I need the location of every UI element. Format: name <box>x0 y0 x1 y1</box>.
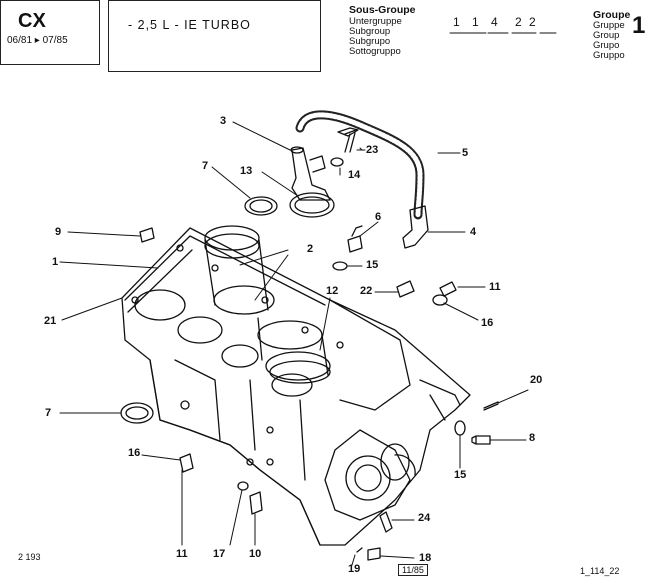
subgroup-label-it: Sottogruppo <box>349 46 401 57</box>
callout-18: 18 <box>419 552 432 564</box>
callout-19: 19 <box>348 563 361 575</box>
model-date: 06/81 ▸ 07/85 <box>7 35 68 46</box>
fitting-22 <box>396 280 415 298</box>
callout-8: 8 <box>529 432 536 444</box>
stud-24 <box>379 511 393 533</box>
engine-box <box>108 0 321 72</box>
subgroup-digit-4: 2 <box>515 15 522 29</box>
subgroup-digit-5: 2 <box>529 15 536 29</box>
callout-5: 5 <box>462 147 469 159</box>
group-label-it: Gruppo <box>593 50 625 61</box>
callout-16-left: 16 <box>128 447 141 459</box>
engine-block <box>121 227 471 546</box>
pin-19 <box>356 547 363 553</box>
callout-23: 23 <box>366 144 379 156</box>
callout-21: 21 <box>44 315 57 327</box>
callout-7-left: 7 <box>45 407 52 419</box>
callout-11-bottom: 11 <box>176 548 188 560</box>
callout-11-right: 11 <box>489 281 501 293</box>
washer-15-bottom <box>454 420 466 436</box>
callout-10: 10 <box>249 548 262 560</box>
subgroup-label-en: Subgroup <box>349 26 391 37</box>
washer-17 <box>237 481 249 491</box>
sensor-6 <box>347 225 363 253</box>
callout-2: 2 <box>307 243 314 255</box>
callout-15-bottom: 15 <box>454 469 467 481</box>
callout-3: 3 <box>220 115 227 127</box>
pin-20 <box>483 401 499 411</box>
callout-12: 12 <box>326 285 339 297</box>
plug-11-bottom <box>179 453 194 473</box>
engine-label: - 2,5 L - IE TURBO <box>128 18 251 32</box>
group-label-en: Group <box>593 30 620 41</box>
subgroup-label-de: Untergruppe <box>349 16 402 27</box>
callout-4: 4 <box>470 226 477 238</box>
group-number: 1 <box>632 12 646 39</box>
callout-24: 24 <box>418 512 431 524</box>
elbow-4 <box>402 205 429 249</box>
callout-9: 9 <box>55 226 62 238</box>
callout-1: 1 <box>52 256 59 268</box>
outlet-elbow <box>290 146 331 201</box>
plug-11-right <box>439 281 457 297</box>
bolt-23 <box>337 127 359 153</box>
group-heading: Groupe <box>593 9 631 21</box>
footer-date-stamp: 11/85 <box>398 564 428 576</box>
bolt-8 <box>471 435 491 445</box>
plug-9 <box>139 227 155 243</box>
group-label-de: Gruppe <box>593 20 625 31</box>
callout-14: 14 <box>348 169 361 181</box>
group-label-es: Grupo <box>593 40 620 51</box>
subgroup-heading: Sous-Groupe <box>349 4 416 16</box>
subgroup-label-es: Subgrupo <box>349 36 391 47</box>
cylinder-liners <box>204 225 331 384</box>
footer-code: 2 193 <box>18 552 41 562</box>
washer-15-top <box>332 261 348 271</box>
callout-22: 22 <box>360 285 373 297</box>
seal-7-left <box>120 402 154 424</box>
callout-7-top: 7 <box>202 160 209 172</box>
callout-15-top: 15 <box>366 259 379 271</box>
subgroup-digit-3: 4 <box>491 15 498 29</box>
seal-13 <box>289 192 335 218</box>
plug-18 <box>367 547 381 561</box>
seal-7-top <box>244 196 278 216</box>
callout-17: 17 <box>213 548 226 560</box>
model-box <box>0 0 100 65</box>
callout-20: 20 <box>530 374 543 386</box>
footer-ref: 1_114_22 <box>580 566 620 576</box>
callout-6: 6 <box>375 211 382 223</box>
callout-16-right: 16 <box>481 317 494 329</box>
subgroup-digit-2: 1 <box>472 15 479 29</box>
washer-16-right <box>432 294 448 306</box>
bolt-10 <box>249 491 263 515</box>
leader-lines <box>59 121 529 566</box>
washer-14 <box>330 157 344 167</box>
callout-13: 13 <box>240 165 253 177</box>
subgroup-digit-1: 1 <box>453 15 460 29</box>
model-code: CX <box>18 10 46 32</box>
